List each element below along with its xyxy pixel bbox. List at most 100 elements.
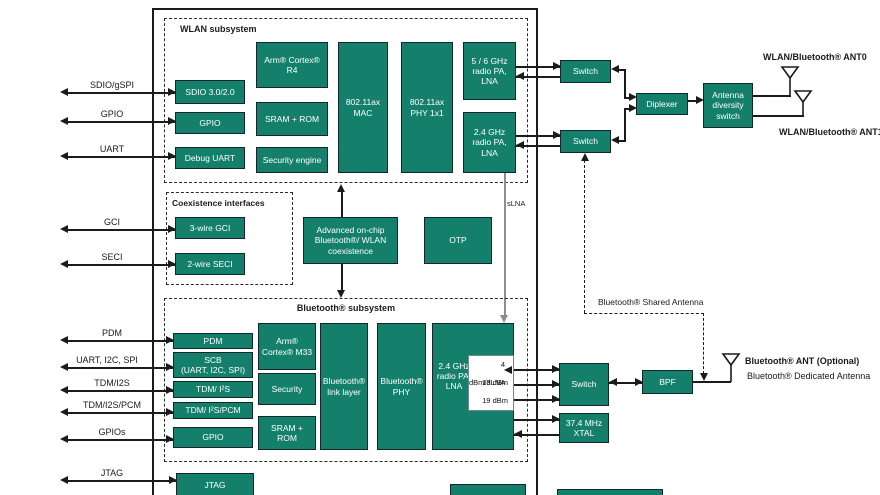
block-tdm-i2s: TDM/ I²S xyxy=(173,381,253,398)
block-security-bt: Security xyxy=(258,373,316,405)
bt-pa-levels-box: 4 dBm/dLNA 13 dBm 19 dBm xyxy=(468,355,514,411)
shared-ant-dashed-line xyxy=(584,313,704,314)
arrow-left-icon xyxy=(609,378,617,386)
io-line xyxy=(64,367,173,369)
rf-line xyxy=(516,76,560,78)
io-label-jtag: JTAG xyxy=(100,468,124,478)
shared-ant-dashed-line xyxy=(703,313,704,374)
bt-subsystem-title: Bluetooth® subsystem xyxy=(296,303,396,313)
io-label-gpios: GPIOs xyxy=(98,427,126,437)
pa-arrow-left-icon xyxy=(504,366,512,374)
wlan-subsystem-title: WLAN subsystem xyxy=(180,24,257,34)
block-3wire-gci: 3-wire GCI xyxy=(175,217,245,239)
rf-line xyxy=(753,115,804,117)
io-line xyxy=(64,480,176,482)
arrow-left-icon xyxy=(60,408,68,416)
block-gpio-bt: GPIO xyxy=(173,427,253,448)
rf-line xyxy=(514,399,559,401)
scb-line2: (UART, I2C, SPI) xyxy=(180,365,246,375)
io-line xyxy=(64,390,173,392)
arrow-left-icon xyxy=(514,430,522,438)
block-switch-mid: Switch xyxy=(560,130,611,153)
rf-line xyxy=(693,381,731,383)
block-xtal: 37.4 MHz XTAL xyxy=(559,413,609,443)
arrow-right-icon xyxy=(553,62,561,70)
bt-ant-label: Bluetooth® ANT (Optional) xyxy=(745,356,860,366)
rf-line xyxy=(516,66,560,68)
block-80211ax-mac: 802.11ax MAC xyxy=(338,42,388,173)
arrow-left-icon xyxy=(60,363,68,371)
rf-line xyxy=(624,109,626,142)
arrow-left-icon xyxy=(60,117,68,125)
io-line xyxy=(64,264,175,266)
block-switch-bt: Switch xyxy=(559,363,609,406)
arrow-right-icon xyxy=(552,380,560,388)
rf-line xyxy=(619,69,626,71)
shared-ant-dashed-line xyxy=(584,160,585,313)
antenna-bt-icon xyxy=(721,353,741,382)
arrow-left-icon xyxy=(60,336,68,344)
io-label-sdio: SDIO/gSPI xyxy=(89,80,134,90)
ant0-label: WLAN/Bluetooth® ANT0 xyxy=(763,52,867,62)
wlan-subsystem-box xyxy=(164,18,528,183)
slna-line xyxy=(504,173,506,317)
arrow-right-icon xyxy=(166,386,174,394)
block-cortex-m33: Arm® Cortex® M33 xyxy=(258,323,316,370)
coexistence-box xyxy=(166,192,293,285)
io-label-seci: SECI xyxy=(101,252,123,262)
block-antenna-diversity-switch: Antenna diversity switch xyxy=(703,83,753,128)
arrow-left-icon xyxy=(60,476,68,484)
block-diplexer: Diplexer xyxy=(636,93,688,115)
block-coex-engine: Advanced on-chip Bluetooth®/ WLAN coexis… xyxy=(303,217,398,264)
io-label-tdm-pcm: TDM/I2S/PCM xyxy=(82,400,141,410)
block-cortex-r4: Arm® Cortex® R4 xyxy=(256,42,328,88)
coex-wlan-arrow xyxy=(341,189,343,217)
arrow-right-icon xyxy=(166,363,174,371)
rf-line xyxy=(514,419,559,421)
arrow-right-icon xyxy=(168,117,176,125)
block-sram-rom-bt: SRAM + ROM xyxy=(258,416,316,450)
block-scb: SCB (UART, I2C, SPI) xyxy=(173,352,253,378)
arrow-right-icon xyxy=(166,435,174,443)
arrow-left-icon xyxy=(516,72,524,80)
block-gpio-wlan: GPIO xyxy=(175,112,245,134)
io-line xyxy=(64,156,175,158)
arrow-down-icon xyxy=(700,373,708,381)
io-label-tdm: TDM/I2S xyxy=(94,378,130,388)
rf-line xyxy=(514,434,559,436)
block-switch-top: Switch xyxy=(560,60,611,83)
rf-line xyxy=(516,145,560,147)
rf-line xyxy=(619,140,626,142)
io-label-gpio: GPIO xyxy=(100,109,124,119)
partial-block-inner xyxy=(450,484,526,495)
block-debug-uart: Debug UART xyxy=(175,147,245,169)
arrow-right-icon xyxy=(168,225,176,233)
slna-label: sLNA xyxy=(507,199,526,208)
chip-boundary xyxy=(152,8,538,495)
pa-level-1: 13 dBm xyxy=(482,378,508,387)
arrow-right-icon xyxy=(169,476,177,484)
slna-arrow-icon xyxy=(500,315,508,323)
io-line xyxy=(64,121,175,123)
arrow-right-icon xyxy=(552,395,560,403)
antenna-ant0-icon xyxy=(780,66,800,96)
io-label-scb: UART, I2C, SPI xyxy=(76,355,138,365)
shared-antenna-label: Bluetooth® Shared Antenna xyxy=(598,297,704,307)
arrow-left-icon xyxy=(60,225,68,233)
arrow-up-icon xyxy=(337,184,345,192)
io-line xyxy=(64,340,173,342)
arrow-right-icon xyxy=(166,408,174,416)
block-radio-56ghz: 5 / 6 GHz radio PA, LNA xyxy=(463,42,516,100)
io-line xyxy=(64,439,173,441)
antenna-ant1-icon xyxy=(793,90,813,116)
arrow-right-icon xyxy=(168,260,176,268)
arrow-right-icon xyxy=(553,131,561,139)
block-tdm-i2s-pcm: TDM/ I²S/PCM xyxy=(173,402,253,419)
io-line xyxy=(64,412,173,414)
arrow-left-icon xyxy=(60,435,68,443)
rf-line xyxy=(624,108,630,110)
arrow-left-icon xyxy=(60,152,68,160)
rf-line xyxy=(688,100,697,102)
rf-line xyxy=(516,135,560,137)
io-label-pdm: PDM xyxy=(102,328,122,338)
